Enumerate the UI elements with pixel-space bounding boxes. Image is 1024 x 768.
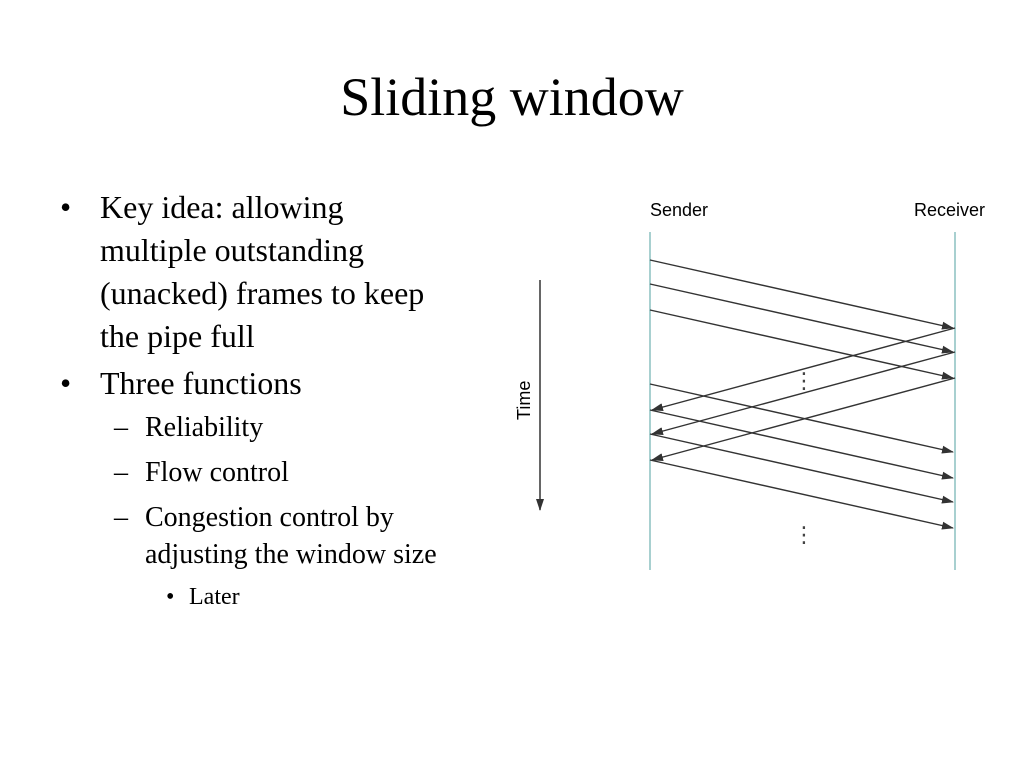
bullet-key-idea: • Key idea: allowing multiple outstandin… — [58, 186, 458, 358]
sub-bullet-reliability: – Reliability — [58, 409, 458, 446]
bullet-marker: • — [60, 189, 72, 225]
time-label: Time — [514, 381, 534, 420]
sender-label: Sender — [650, 200, 708, 220]
bullet-three-functions: • Three functions — [58, 362, 458, 405]
sub-bullet-flow-control: – Flow control — [58, 454, 458, 491]
sub-bullet-congestion-control: – Congestion control by adjusting the wi… — [58, 499, 458, 573]
sliding-window-diagram: Sender Receiver Time ⋮ ⋮ — [514, 200, 985, 570]
sub-bullet-text: Reliability — [145, 412, 264, 443]
bullet-marker: • — [166, 584, 175, 610]
ellipsis-mark: ⋮ — [793, 522, 815, 547]
dash-marker: – — [114, 502, 128, 533]
data-frame-arrow — [649, 409, 954, 480]
slide-title: Sliding window — [340, 67, 684, 127]
data-frame-arrow — [649, 459, 954, 530]
ack-arrow — [651, 351, 956, 435]
data-frame-arrow — [649, 433, 954, 504]
sub-bullet-text: Flow control — [145, 457, 289, 488]
bullet-marker: • — [60, 365, 72, 401]
ellipsis-mark: ⋮ — [793, 368, 815, 393]
data-frame-arrow — [649, 383, 954, 454]
receiver-label: Receiver — [914, 200, 985, 220]
sub-sub-bullet-text: Later — [189, 584, 240, 610]
dash-marker: – — [114, 412, 128, 443]
sub-bullet-text: Congestion control by adjusting the wind… — [145, 502, 437, 570]
bullet-text: Key idea: allowing multiple outstanding … — [100, 189, 425, 354]
dash-marker: – — [114, 457, 128, 488]
data-frame-arrow — [649, 259, 954, 330]
data-frame-arrow — [649, 283, 954, 354]
sub-sub-bullet-later: • Later — [58, 581, 458, 613]
bullet-list: • Key idea: allowing multiple outstandin… — [58, 186, 458, 613]
bullet-text: Three functions — [100, 365, 302, 401]
